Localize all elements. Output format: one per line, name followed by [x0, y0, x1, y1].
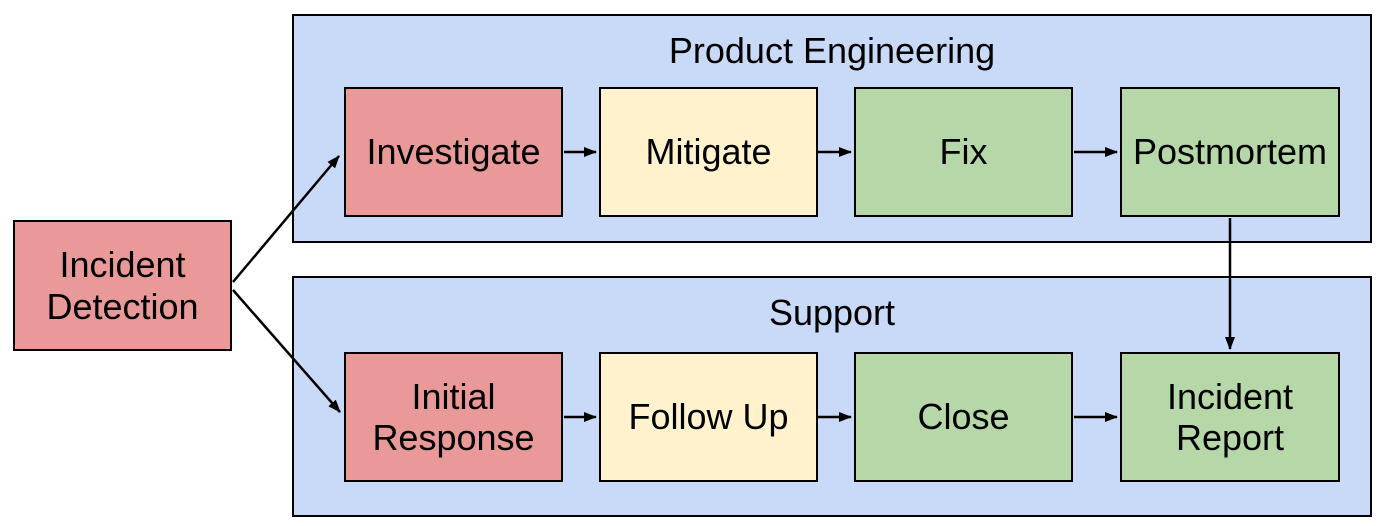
node-investigate: Investigate [344, 87, 563, 217]
lane-title-product-engineering: Product Engineering [668, 30, 996, 71]
node-initial-response: Initial Response [344, 352, 563, 482]
node-incident-report: Incident Report [1120, 352, 1340, 482]
node-postmortem-label: Postmortem [1132, 131, 1328, 173]
node-close-label: Close [917, 396, 1010, 438]
node-follow-up: Follow Up [599, 352, 818, 482]
node-fix-label: Fix [939, 131, 988, 173]
lane-title-support: Support [768, 292, 896, 333]
node-incident-detection-label: Incident Detection [46, 244, 199, 327]
node-postmortem: Postmortem [1120, 87, 1340, 217]
node-fix: Fix [854, 87, 1073, 217]
node-follow-up-label: Follow Up [628, 396, 789, 438]
node-mitigate: Mitigate [599, 87, 818, 217]
node-investigate-label: Investigate [366, 131, 541, 173]
node-incident-report-label: Incident Report [1166, 375, 1294, 458]
node-initial-response-label: Initial Response [372, 375, 535, 458]
node-mitigate-label: Mitigate [645, 131, 772, 173]
node-incident-detection: Incident Detection [13, 220, 232, 351]
node-close: Close [854, 352, 1073, 482]
